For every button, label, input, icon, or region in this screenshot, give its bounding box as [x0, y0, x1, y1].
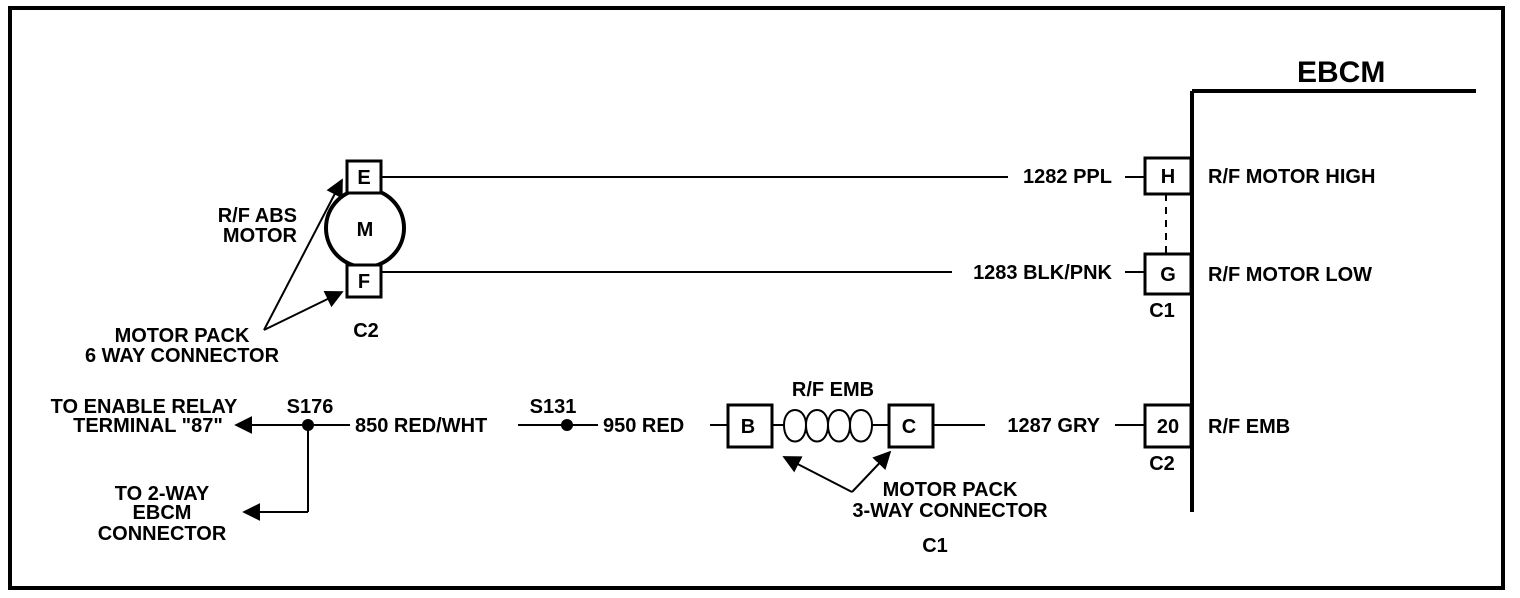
wire-1283-blk-pnk: 1283 BLK/PNK: [973, 262, 1112, 284]
motor-symbol-letter: M: [357, 219, 374, 241]
motor-pack-3way-line1: MOTOR PACK: [883, 479, 1018, 501]
emb-pin-c: C: [902, 416, 916, 438]
wire-motor-low: 1283 BLK/PNK: [381, 262, 1145, 284]
rf-motor-high-label: R/F MOTOR HIGH: [1208, 166, 1375, 188]
diagram-frame: [8, 6, 1505, 590]
two-way-line1: TO 2-WAY: [115, 483, 210, 505]
motor-pack-6way-line1: MOTOR PACK: [115, 325, 250, 347]
motor-pin-f-box: [345, 263, 383, 299]
ebcm-connector-c2: C2: [1149, 453, 1175, 475]
wire-motor-high: 1282 PPL: [381, 166, 1145, 188]
rf-motor-low-label: R/F MOTOR LOW: [1208, 264, 1372, 286]
rf-emb-coil: R/F EMB B C C1: [726, 379, 948, 557]
motor-connector-c2: C2: [353, 320, 379, 342]
motor-pack-6way-callout: MOTOR PACK 6 WAY CONNECTOR: [85, 178, 344, 367]
splice-s131: S131: [530, 396, 577, 418]
wire-red-chain: 850 RED/WHT S131 950 RED: [355, 396, 728, 437]
emb-connector-c1: C1: [922, 535, 948, 557]
rf-emb-pin-label: R/F EMB: [1208, 416, 1290, 438]
ebcm-connector-c1: C1: [1149, 300, 1175, 322]
ebcm-pin-g-box: [1143, 252, 1193, 296]
motor-pack-3way-callout: MOTOR PACK 3-WAY CONNECTOR: [782, 450, 1048, 522]
wire-emb-gry: 1287 GRY 20 C2 R/F EMB: [933, 403, 1290, 475]
motor-pin-f: F: [358, 271, 370, 293]
wire-850-red-wht: 850 RED/WHT: [355, 415, 487, 437]
ebcm-pin-20: 20: [1157, 416, 1179, 438]
emb-label: R/F EMB: [792, 379, 874, 401]
ebcm-title: EBCM: [1297, 56, 1385, 89]
ebcm-pin-h-box: [1143, 156, 1193, 196]
motor-pin-e-box: [345, 159, 383, 195]
motor-pin-e: E: [357, 167, 370, 189]
ebcm-pin-g: G: [1160, 264, 1176, 286]
splice-s176: S176: [287, 396, 334, 418]
wire-1282-ppl: 1282 PPL: [1023, 166, 1112, 188]
splice-s176-group: TO ENABLE RELAY TERMINAL "87" S176 TO 2-…: [51, 396, 350, 545]
motor-name-line1: R/F ABS: [218, 205, 297, 227]
motor-pack-3way-line2: 3-WAY CONNECTOR: [852, 500, 1048, 522]
coil-icon: [772, 409, 889, 443]
enable-relay-line2: TERMINAL "87": [73, 415, 223, 437]
two-way-line3: CONNECTOR: [98, 523, 227, 545]
ebcm-pins-c1: H G C1 R/F MOTOR HIGH R/F MOTOR LOW: [1143, 156, 1375, 322]
emb-pin-c-box: [887, 403, 935, 449]
two-way-line2: EBCM: [133, 502, 192, 524]
ebcm-pin-h: H: [1161, 166, 1175, 188]
splice-s131-dot: [561, 419, 573, 431]
ebcm-pin-20-box: [1143, 403, 1193, 449]
wire-950-red: 950 RED: [603, 415, 684, 437]
rf-abs-motor: M E F C2 R/F ABS MOTOR: [218, 159, 406, 342]
wire-1287-gry: 1287 GRY: [1007, 415, 1100, 437]
emb-pin-b-box: [726, 403, 774, 449]
motor-pack-6way-line2: 6 WAY CONNECTOR: [85, 345, 280, 367]
enable-relay-line1: TO ENABLE RELAY: [51, 396, 238, 418]
motor-name-line2: MOTOR: [223, 225, 298, 247]
emb-pin-b: B: [741, 416, 755, 438]
